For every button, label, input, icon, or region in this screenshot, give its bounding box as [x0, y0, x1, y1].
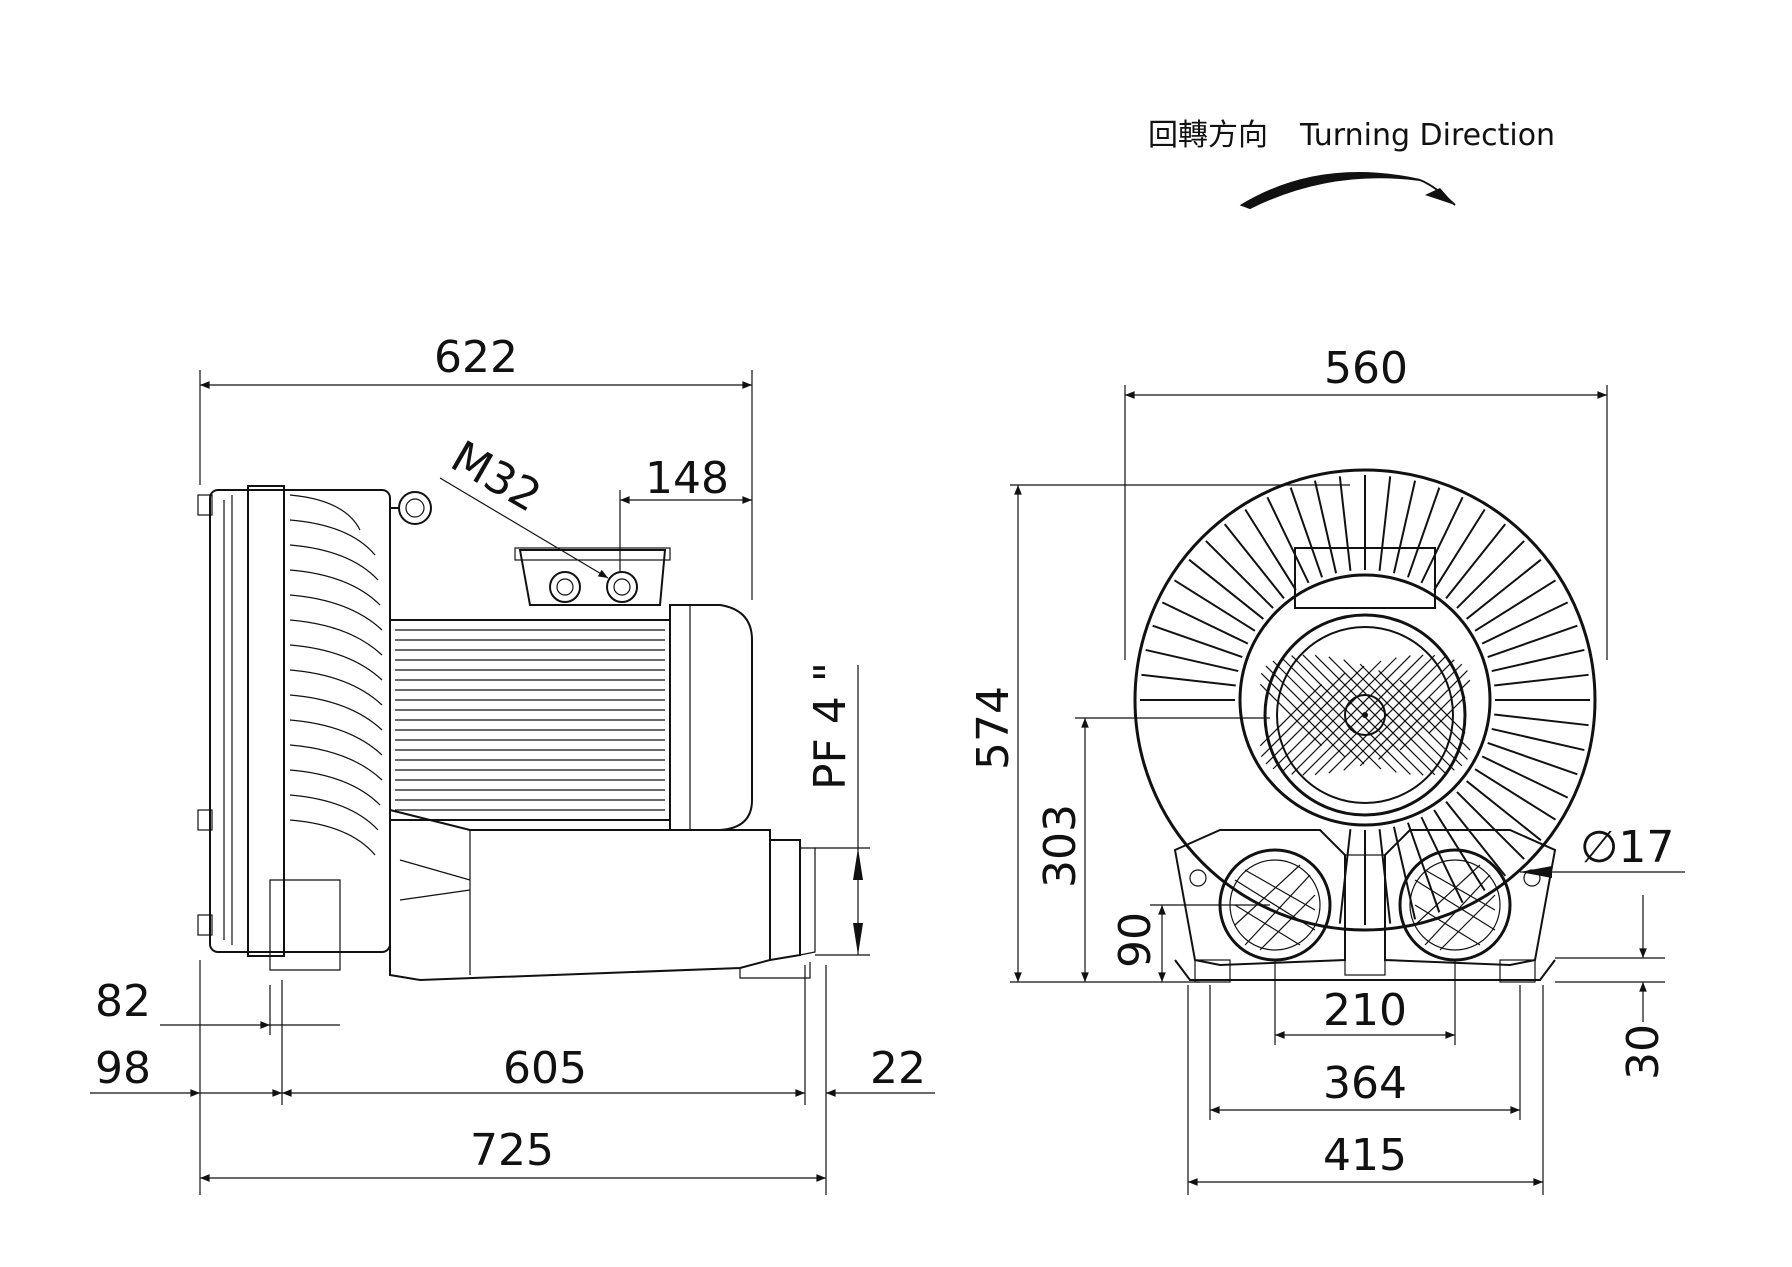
fin — [1289, 487, 1324, 578]
fin — [1466, 558, 1542, 620]
turning-direction-cn: 回轉方向 — [1148, 118, 1268, 153]
dim-574: 574 — [968, 484, 1350, 983]
dim-148: 148 — [619, 453, 752, 572]
dim-pf4: PF 4 " — [805, 662, 870, 956]
front-terminal-box — [1294, 547, 1436, 609]
fin — [1145, 648, 1239, 673]
fin — [1481, 755, 1569, 799]
fin — [1494, 673, 1589, 687]
fin — [1466, 780, 1542, 842]
fin — [1491, 648, 1585, 673]
dim-m32: M32 — [439, 431, 609, 579]
grille-line — [1328, 656, 1446, 774]
dim-364: 364 — [1209, 985, 1521, 1120]
side-terminal-box — [514, 547, 671, 606]
grille-line — [1260, 672, 1346, 758]
dim-574-label: 574 — [968, 686, 1019, 770]
fin — [1491, 727, 1585, 752]
dim-98-605-22: 98 605 22 — [90, 960, 935, 1195]
turning-direction-label: 回轉方向 Turning Direction — [1148, 118, 1555, 153]
fin — [1474, 768, 1557, 821]
front-fin-ring — [1133, 468, 1597, 932]
dim-98-label: 98 — [95, 1043, 151, 1094]
dim-210: 210 — [1274, 960, 1456, 1045]
dim-415-label: 415 — [1323, 1130, 1407, 1181]
grille-line — [1281, 657, 1397, 773]
dim-22-label: 22 — [870, 1043, 926, 1094]
fin — [1456, 540, 1525, 609]
fin — [1487, 624, 1578, 659]
turning-direction-en: Turning Direction — [1299, 118, 1555, 153]
dim-364-label: 364 — [1323, 1058, 1407, 1109]
fin — [1406, 487, 1441, 578]
fin — [1173, 579, 1256, 632]
dim-210-label: 210 — [1323, 985, 1407, 1036]
fin — [1474, 579, 1557, 632]
fin — [1223, 523, 1285, 599]
grille-line — [1359, 663, 1463, 767]
fin — [1266, 496, 1310, 584]
side-view: 622 148 M32 PF 4 " 82 — [90, 332, 935, 1195]
dim-622-label: 622 — [434, 332, 518, 383]
dim-148-label: 148 — [645, 453, 729, 504]
front-view: 560 574 303 90 ∅17 30 — [968, 343, 1685, 1195]
front-motor-grille — [1259, 613, 1471, 817]
dim-90: 90 — [1110, 904, 1270, 982]
fin — [1494, 713, 1589, 727]
dim-90-label: 90 — [1110, 912, 1161, 968]
dim-303: 303 — [1035, 717, 1270, 982]
dim-560-label: 560 — [1324, 343, 1408, 394]
dim-30-label: 30 — [1618, 1024, 1669, 1080]
fin — [1188, 558, 1264, 620]
fin — [1141, 673, 1236, 687]
grille-line — [1428, 696, 1466, 734]
dim-82-label: 82 — [95, 976, 151, 1027]
grille-line — [1259, 683, 1323, 747]
side-motor — [389, 604, 753, 831]
fin — [1392, 480, 1417, 574]
fin — [1161, 601, 1249, 645]
fin — [1433, 508, 1486, 591]
dim-hole-17: ∅17 — [1520, 822, 1685, 878]
fin — [1152, 624, 1243, 659]
turning-direction-arrow-icon — [1239, 172, 1456, 210]
fin — [1244, 508, 1297, 591]
dim-415: 415 — [1187, 985, 1544, 1195]
fin — [1420, 816, 1464, 904]
grille-line — [1302, 654, 1424, 776]
grille-line — [1378, 670, 1468, 760]
dim-82: 82 — [95, 976, 340, 1035]
dim-725-label: 725 — [470, 1125, 554, 1176]
fin — [1420, 496, 1464, 584]
dim-725: 725 — [200, 1125, 826, 1182]
fin — [1313, 480, 1338, 574]
dim-pf4-label: PF 4 " — [805, 662, 856, 790]
dim-hole-17-label: ∅17 — [1580, 822, 1674, 873]
fin — [1378, 476, 1392, 571]
dim-303-label: 303 — [1035, 804, 1086, 888]
fin — [1205, 540, 1274, 609]
dim-605-label: 605 — [503, 1043, 587, 1094]
grille-line — [1314, 654, 1436, 776]
fin — [1487, 741, 1578, 776]
grille-line — [1343, 659, 1455, 771]
grille-line — [1399, 679, 1471, 751]
grille-line — [1265, 665, 1365, 765]
fin — [1445, 801, 1507, 877]
fin — [1406, 822, 1441, 913]
fin — [1445, 523, 1507, 599]
dim-560: 560 — [1124, 343, 1608, 660]
fin — [1338, 476, 1352, 571]
side-lower-body — [269, 808, 816, 982]
dim-m32-label: M32 — [443, 431, 550, 522]
fin — [1481, 601, 1569, 645]
grille-line — [1291, 655, 1411, 775]
side-housing — [197, 485, 432, 957]
fin — [1456, 791, 1525, 860]
dim-622: 622 — [199, 332, 753, 600]
dim-30: 30 — [1555, 895, 1669, 1080]
